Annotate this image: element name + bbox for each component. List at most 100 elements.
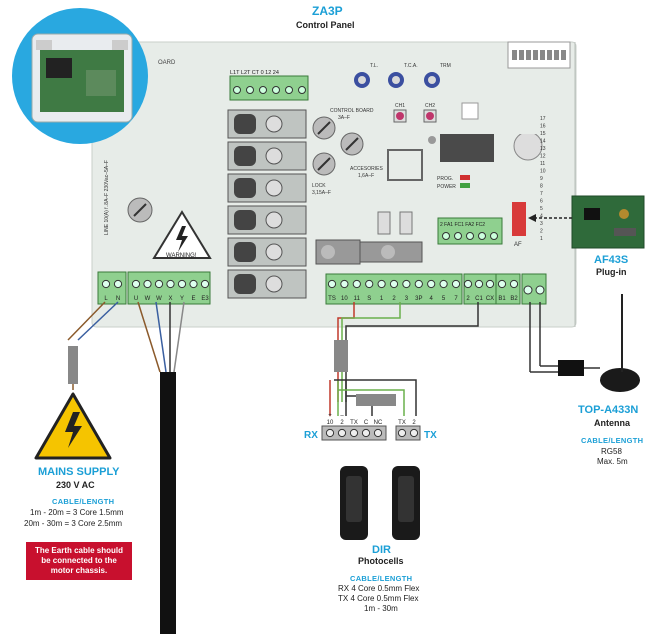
fc-terminal-block bbox=[463, 273, 497, 305]
prog-label: PROG. bbox=[437, 176, 453, 182]
antenna-base bbox=[600, 368, 640, 392]
terminal-label: U bbox=[134, 296, 138, 302]
accessories-fuse-label: 1,6A–F bbox=[358, 173, 374, 179]
dip-toggle bbox=[540, 50, 545, 60]
antenna-max: Max. 5m bbox=[597, 457, 628, 466]
lock-label: LOCK bbox=[312, 183, 326, 189]
rx-polarity: – bbox=[340, 413, 344, 419]
terminal-screw bbox=[259, 86, 267, 94]
af43s-module bbox=[571, 195, 645, 249]
tx-screw bbox=[409, 428, 419, 438]
terminal-screw bbox=[352, 279, 361, 289]
terminal-label: Y bbox=[180, 296, 184, 302]
photocell-cable-sleeve bbox=[334, 340, 348, 372]
terminal-label: TS bbox=[328, 296, 336, 302]
rx-label: RX bbox=[304, 430, 318, 441]
terminal-label: E3 bbox=[201, 296, 209, 302]
terminal-label: 7 bbox=[454, 296, 458, 302]
side-number: 17 bbox=[540, 116, 546, 122]
terminal-screw bbox=[451, 279, 461, 289]
terminal-screw bbox=[414, 279, 423, 289]
terminal-screw bbox=[389, 279, 399, 289]
side-number: 13 bbox=[540, 146, 546, 152]
rx-terminal-label: TX bbox=[350, 420, 358, 426]
antenna-subtitle: Antenna bbox=[594, 418, 630, 428]
dip-toggle bbox=[561, 50, 566, 60]
terminal-screw bbox=[427, 279, 436, 289]
terminal-screw bbox=[327, 279, 337, 289]
terminal-label: W bbox=[145, 296, 151, 302]
rx-screw bbox=[325, 428, 335, 438]
mains-cable-label: CABLE/LENGTH bbox=[52, 497, 115, 506]
side-number: 16 bbox=[540, 124, 546, 130]
rx-terminal-label: 10 bbox=[327, 420, 334, 426]
terminal-label: 1 bbox=[380, 296, 384, 302]
terminal-screw bbox=[154, 279, 164, 289]
side-number: 2 bbox=[540, 229, 543, 235]
tx-terminal-label: TX bbox=[398, 420, 406, 426]
potentiometers bbox=[354, 72, 440, 88]
terminal-label: 2 bbox=[466, 296, 470, 302]
terminal-screw bbox=[365, 279, 374, 289]
terminal-screw bbox=[442, 232, 450, 240]
earth-note: The Earth cable should be connected to t… bbox=[26, 542, 132, 580]
b-terminal-block bbox=[495, 273, 521, 305]
side-number: 11 bbox=[540, 161, 545, 167]
line-fuse-label: LINE 10(A) f..8A–F 230Vac–5A–F bbox=[104, 160, 110, 235]
photocells-cable-line1: RX 4 Core 0.5mm Flex bbox=[338, 584, 420, 593]
rx-screw bbox=[337, 428, 347, 438]
terminal-screw bbox=[478, 232, 486, 240]
terminal-label: 3 bbox=[405, 296, 409, 302]
side-number: 14 bbox=[540, 139, 546, 145]
fuses bbox=[127, 116, 364, 223]
side-number: 12 bbox=[540, 154, 546, 160]
terminal-screw bbox=[485, 279, 495, 289]
photocells-subtitle: Photocells bbox=[358, 556, 404, 566]
warning-text: WARNING! bbox=[166, 253, 197, 259]
motor-cable bbox=[160, 372, 176, 634]
ch2-button bbox=[426, 112, 434, 120]
mains-cable-sleeve bbox=[68, 346, 78, 384]
terminal-screw bbox=[143, 279, 152, 289]
terminal-screw bbox=[233, 86, 241, 94]
terminal-screw bbox=[535, 285, 545, 295]
dip-toggle bbox=[533, 50, 538, 60]
side-number: 3 bbox=[540, 221, 543, 227]
terminal-screw bbox=[402, 279, 411, 289]
antenna-connector bbox=[558, 360, 584, 376]
accessories-label: ACCESORIES bbox=[350, 166, 383, 172]
pot-label-2: T.C.A. bbox=[404, 63, 418, 69]
board-title: ZA3P bbox=[312, 4, 343, 18]
terminal-label: 11 bbox=[354, 296, 361, 302]
terminal-label: B1 bbox=[498, 296, 506, 302]
af-label: AF bbox=[514, 242, 522, 248]
terminal-screw bbox=[463, 279, 473, 289]
terminal-label: W bbox=[156, 296, 162, 302]
terminal-label: CX bbox=[486, 296, 494, 302]
rx-terminal-label: NC bbox=[374, 420, 383, 426]
board-label-text: OARD bbox=[158, 60, 176, 66]
fa-terminal-labels: 2 FA1 FC1 FA2 FC2 bbox=[440, 222, 485, 228]
prog-led bbox=[460, 175, 470, 180]
terminal-screw bbox=[246, 86, 254, 94]
pot-label-3: TRM bbox=[440, 63, 451, 69]
ch1-label: CH1 bbox=[395, 103, 405, 109]
terminal-screw bbox=[523, 285, 533, 295]
mains-title: MAINS SUPPLY bbox=[38, 466, 120, 478]
terminal-label: 5 bbox=[442, 296, 446, 302]
ch2-label: CH2 bbox=[425, 103, 435, 109]
rx-screw bbox=[361, 428, 371, 438]
photocells-title: DIR bbox=[372, 544, 391, 556]
terminal-screw bbox=[189, 279, 198, 289]
photocells-cable-line2: TX 4 Core 0.5mm Flex bbox=[338, 594, 419, 603]
control-board-fuse-label: 3A–F bbox=[338, 115, 350, 121]
dip-toggle bbox=[512, 50, 517, 60]
terminal-screw bbox=[474, 279, 484, 289]
top-terminal-labels: L1T L2T CT 0 12 24 bbox=[230, 70, 279, 76]
af-slot bbox=[512, 202, 526, 236]
antenna-cable-label: CABLE/LENGTH bbox=[581, 436, 644, 445]
pot-label-1: T.L. bbox=[370, 63, 378, 69]
terminal-label: X bbox=[168, 296, 172, 302]
top-terminal-block bbox=[229, 75, 309, 101]
terminal-screw bbox=[272, 86, 280, 94]
